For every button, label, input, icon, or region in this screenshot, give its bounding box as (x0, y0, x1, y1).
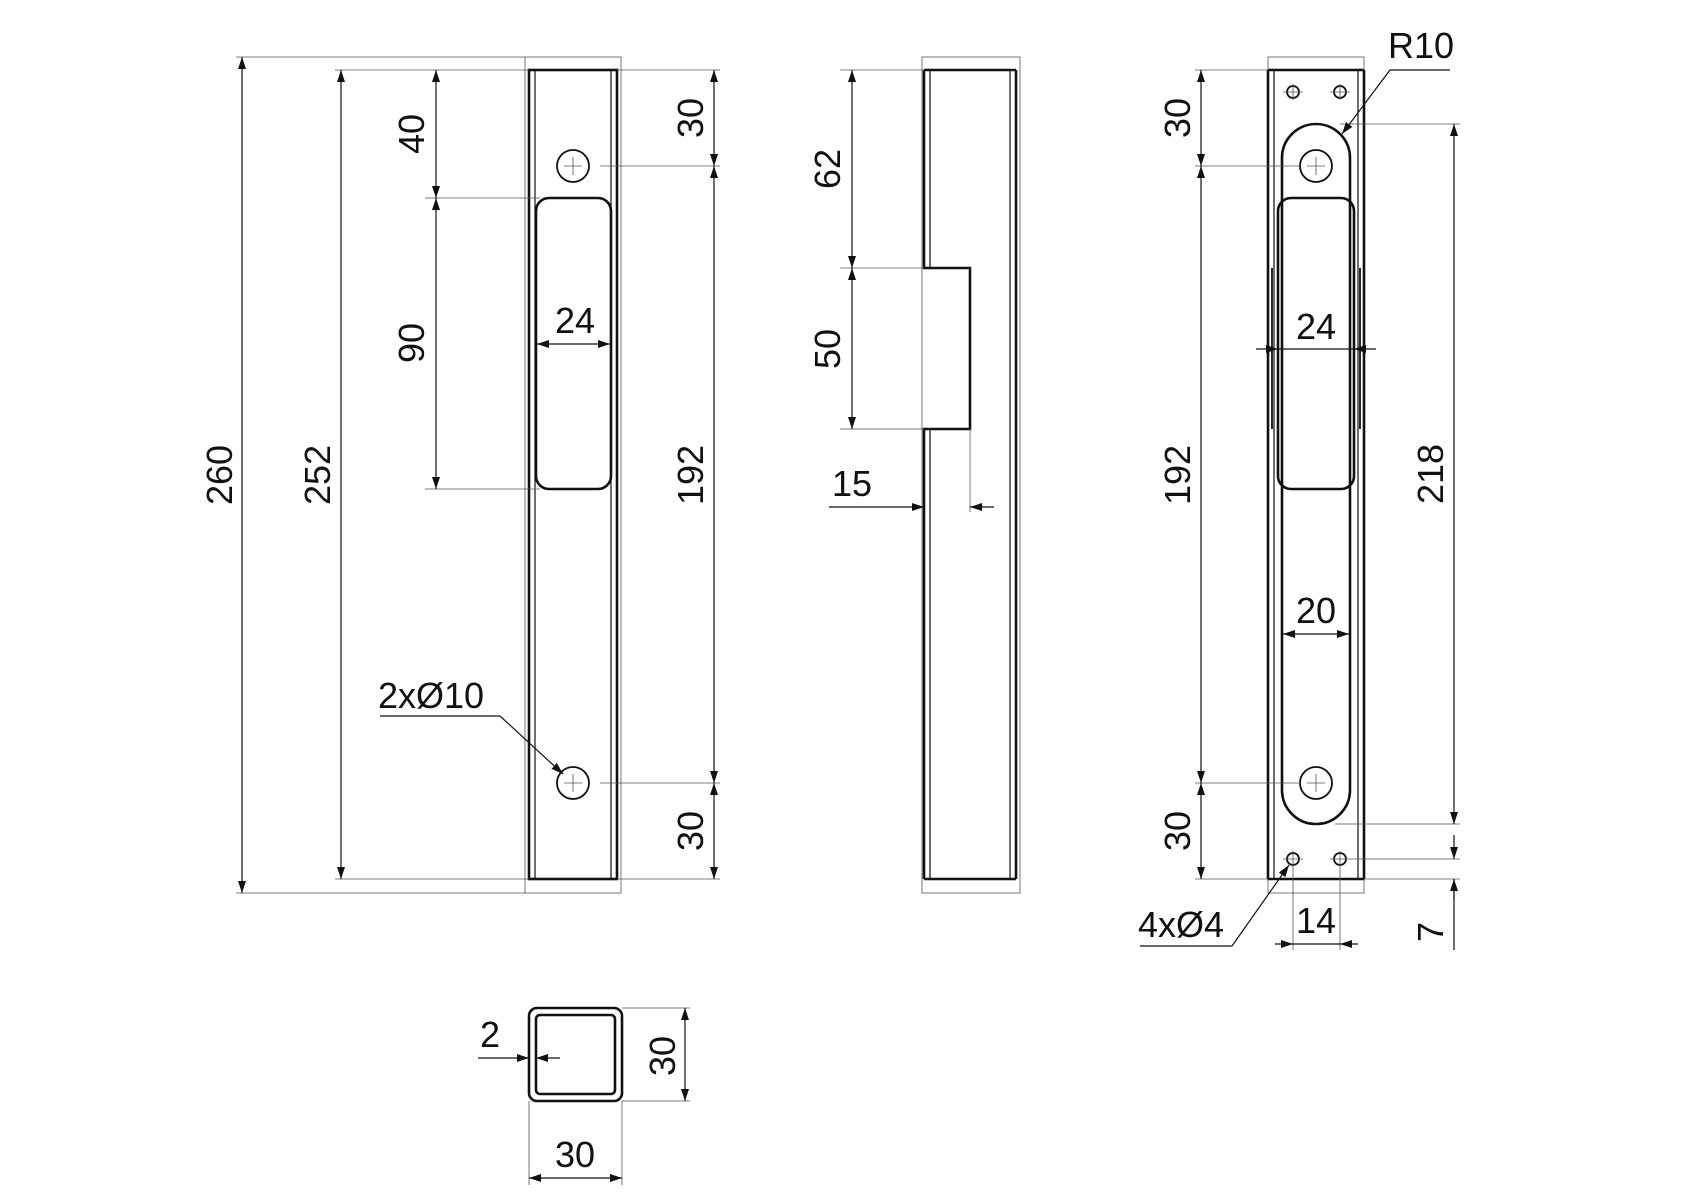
front-plate-outline (527, 68, 619, 881)
back-top-hole (1299, 149, 1333, 183)
section-view: 2 30 30 (478, 1006, 690, 1185)
front-dim-slot-length: 90 (391, 323, 432, 363)
back-strike-slot (1276, 196, 1356, 491)
front-dim-hole-spacing: 192 (670, 445, 711, 505)
section-inner-profile (534, 1013, 617, 1096)
front-hole-callout: 2xØ10 (378, 675, 484, 716)
back-dim-inner-width: 20 (1296, 590, 1336, 631)
side-outer-edge (921, 56, 1021, 894)
front-strike-slot (534, 196, 613, 491)
front-bottom-hole (556, 766, 590, 800)
back-dim-hole-from-bottom: 30 (1157, 811, 1198, 851)
back-dim-small-hole-offset: 7 (1410, 922, 1451, 942)
back-small-holes (1283, 84, 1350, 867)
front-dim-slot-width: 24 (555, 300, 595, 341)
section-dim-height: 30 (642, 1036, 683, 1076)
front-dim-top-to-slot: 40 (391, 114, 432, 154)
back-dim-small-hole-spacing: 14 (1296, 900, 1336, 941)
front-top-hole (556, 149, 590, 183)
front-outer-edge (524, 56, 622, 894)
side-tongue-profile (922, 70, 972, 879)
side-dim-top-to-tongue: 62 (807, 149, 848, 189)
front-dim-hole-from-bottom: 30 (670, 811, 711, 851)
back-dim-plate-length: 218 (1410, 444, 1451, 504)
back-dim-hole-spacing: 192 (1157, 445, 1198, 505)
side-view: 62 50 15 (807, 56, 1021, 894)
back-view: R10 30 24 192 218 20 30 4xØ4 14 7 (1138, 25, 1460, 950)
back-dim-slot-width: 24 (1296, 306, 1336, 347)
front-dim-total-length: 260 (199, 445, 240, 505)
front-dim-hole-from-top: 30 (670, 98, 711, 138)
side-dim-tongue-depth: 15 (832, 463, 872, 504)
back-bottom-hole (1299, 766, 1333, 800)
back-mounting-plate (1280, 122, 1352, 826)
section-outer-profile (527, 1006, 624, 1103)
section-dim-wall-thickness: 2 (480, 1014, 500, 1055)
side-dim-tongue-length: 50 (807, 329, 848, 369)
back-small-hole-callout: 4xØ4 (1138, 904, 1224, 945)
front-dim-inner-length: 252 (297, 445, 338, 505)
back-dim-hole-from-top: 30 (1157, 98, 1198, 138)
back-radius-callout: R10 (1388, 25, 1454, 66)
section-dim-width: 30 (555, 1134, 595, 1175)
front-view: 260 252 40 90 24 30 192 30 2xØ10 (199, 56, 720, 894)
